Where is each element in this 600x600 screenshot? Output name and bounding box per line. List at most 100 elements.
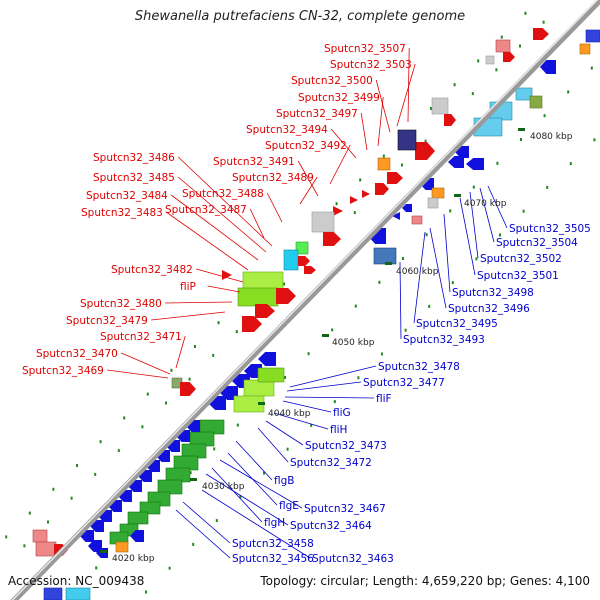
- tick-dot: [335, 202, 338, 206]
- reverse-connector: [459, 197, 476, 276]
- tick-dot: [472, 185, 475, 189]
- tick-dot: [236, 423, 239, 427]
- reverse-gene-label: Sputcn32_3502: [480, 253, 562, 265]
- scale-tick: [518, 128, 525, 131]
- tick-dot: [117, 449, 120, 453]
- forward-gene-label: fliP: [180, 281, 196, 293]
- scale-tick: [385, 262, 392, 265]
- tick-dot: [70, 496, 73, 500]
- tick-dot: [425, 233, 428, 237]
- tick-dot: [500, 35, 503, 39]
- tick-dot: [477, 59, 480, 63]
- tick-dot: [543, 114, 546, 118]
- tick-dot: [23, 544, 26, 548]
- reverse-gene-label: Sputcn32_3505: [509, 223, 591, 235]
- reverse-gene-label: Sputcn32_3456: [232, 553, 314, 565]
- accession-text: Accession: NC_009438: [8, 574, 145, 588]
- reverse-connector: [265, 420, 304, 446]
- forward-connector: [407, 47, 410, 123]
- tick-dot: [95, 566, 98, 570]
- forward-connector: [329, 144, 351, 185]
- tick-dot: [141, 425, 144, 429]
- tick-dot: [194, 345, 196, 348]
- forward-connector: [377, 96, 384, 147]
- scale-label: 4030 kbp: [202, 482, 245, 492]
- tick-dot: [99, 440, 102, 444]
- tick-dot: [123, 416, 126, 420]
- forward-connector: [396, 63, 416, 127]
- forward-connector: [266, 192, 283, 223]
- gene-box-green: [139, 501, 161, 515]
- gene-box-dark: [397, 129, 417, 151]
- gene-box-lime: [243, 379, 275, 397]
- tick-dot: [52, 487, 55, 491]
- scale-tick: [258, 402, 265, 405]
- tick-dot: [424, 139, 427, 143]
- gene-box-cyan: [283, 249, 299, 271]
- tick-dot: [188, 377, 191, 381]
- tick-dot: [94, 472, 97, 476]
- forward-gene-label: Sputcn32_3507: [324, 43, 406, 55]
- forward-connector: [330, 128, 357, 159]
- reverse-gene-label: Sputcn32_3473: [305, 440, 387, 452]
- forward-gene-label: Sputcn32_3492: [265, 140, 347, 152]
- tick-dot: [359, 178, 362, 182]
- gene-triangle: [392, 212, 400, 220]
- tick-dot: [283, 282, 285, 286]
- tick-dot: [402, 257, 404, 260]
- tick-dot: [401, 163, 403, 167]
- forward-gene-label: Sputcn32_3486: [93, 152, 175, 164]
- gene-arrow-forward: [298, 256, 310, 266]
- tick-dot: [353, 211, 356, 215]
- tick-dot: [145, 590, 147, 594]
- gene-box: [411, 215, 423, 225]
- tick-dot: [593, 138, 596, 142]
- forward-connector: [196, 268, 244, 283]
- tick-dot: [542, 20, 545, 24]
- forward-connector: [299, 176, 318, 205]
- reverse-gene-label: Sputcn32_3463: [312, 553, 394, 565]
- tick-dot: [47, 520, 49, 524]
- tick-dot: [217, 321, 220, 325]
- label-connectors: [107, 47, 508, 559]
- gene-arrow-forward: [387, 172, 403, 184]
- forward-gene-label: Sputcn32_3497: [276, 108, 358, 120]
- gene-box-orange: [431, 187, 445, 199]
- forward-gene-label: Sputcn32_3483: [81, 207, 163, 219]
- forward-gene-label: Sputcn32_3500: [291, 75, 373, 87]
- tick-dot: [381, 352, 383, 356]
- gene-arrow-reverse: [130, 530, 144, 542]
- gene-box-lime: [237, 287, 279, 307]
- gene-box-pink: [32, 529, 48, 543]
- reverse-connector: [399, 261, 402, 340]
- tick-dot: [354, 304, 357, 308]
- gene-box-orange: [377, 157, 391, 171]
- forward-connector: [165, 211, 249, 271]
- scale-label: 4060 kbp: [396, 267, 439, 277]
- reverse-gene-label: Sputcn32_3472: [290, 457, 372, 469]
- gene-arrow-reverse: [402, 204, 412, 212]
- reverse-gene-label: flgB: [274, 475, 294, 487]
- forward-gene-label: Sputcn32_3494: [246, 124, 328, 136]
- gene-arrow-forward: [276, 288, 296, 304]
- forward-connector: [170, 194, 259, 261]
- scale-label: 4050 kbp: [332, 338, 375, 348]
- reverse-connector: [175, 509, 231, 559]
- forward-gene-label: Sputcn32_3488: [182, 188, 264, 200]
- reverse-gene-label: Sputcn32_3501: [477, 270, 559, 282]
- forward-connector: [107, 369, 169, 379]
- forward-connector: [165, 301, 233, 304]
- gene-box-olive: [529, 95, 543, 109]
- reverse-connector: [286, 381, 362, 392]
- tick-dot: [5, 535, 8, 539]
- reverse-gene-label: Sputcn32_3477: [363, 377, 445, 389]
- gene-box: [43, 587, 63, 600]
- tick-dot: [165, 401, 167, 405]
- tick-dot: [168, 566, 171, 570]
- gene-arrow-reverse: [540, 60, 556, 74]
- tick-dot: [520, 138, 522, 141]
- reverse-gene-label: flgH: [264, 517, 285, 529]
- tick-dot: [519, 44, 521, 48]
